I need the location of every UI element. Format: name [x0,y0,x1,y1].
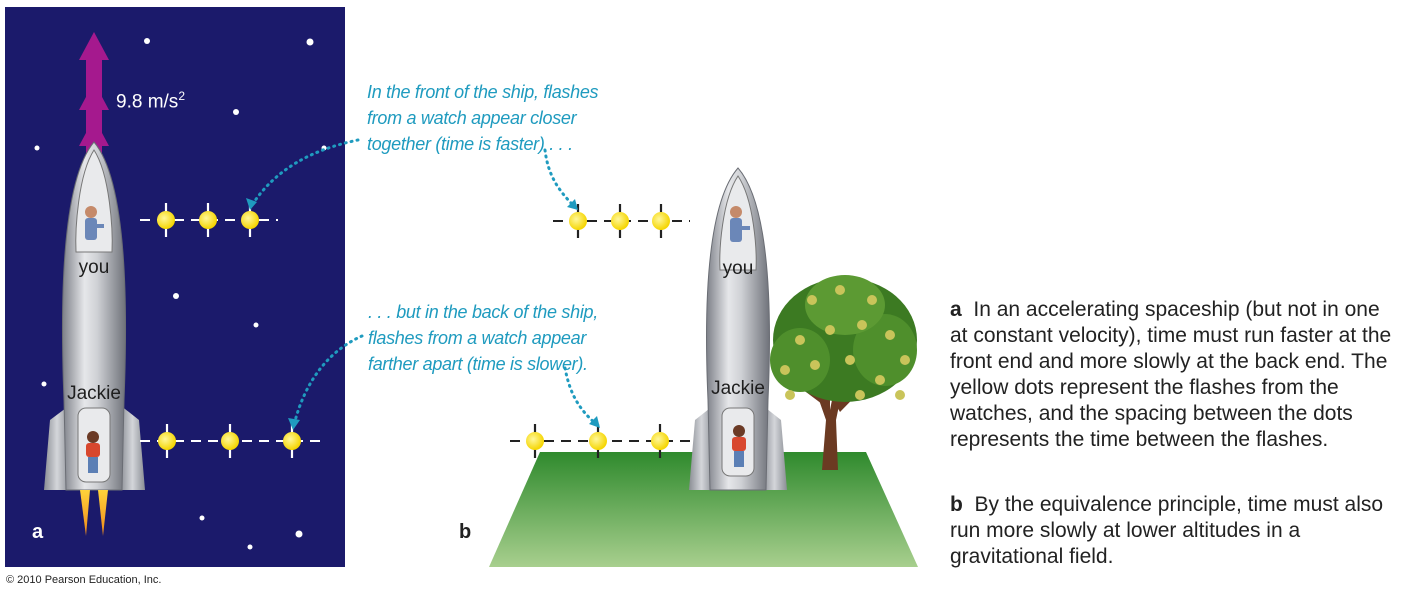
flash-dot [526,432,544,450]
flash-row-bottom-a [140,424,322,458]
flash-dot [569,212,587,230]
flash-dot [221,432,239,450]
person-you-a [85,206,104,240]
flash-dot [199,211,217,229]
label-you-b: you [722,258,754,279]
person-jackie-b [732,425,746,467]
flash-dot [158,432,176,450]
stars [34,38,327,550]
callout-back: . . . but in the back of the ship, flash… [368,299,628,377]
panel-letter-a: a [32,521,44,543]
flash-dot [283,432,301,450]
callout-back-line: farther apart (time is slower). [368,354,588,374]
ground-plane [489,452,918,567]
tree [770,275,917,470]
person-you-b [730,206,750,242]
flash-dot [157,211,175,229]
person-jackie-a [86,431,100,473]
callout-arrowheads [246,198,600,430]
panel-letter-b: b [459,521,472,543]
label-jackie-b: Jackie [711,378,765,399]
flash-row-bottom-b [510,424,690,458]
callout-front-line: In the front of the ship, flashes [367,82,599,102]
callout-back-line: . . . but in the back of the ship, [368,302,598,322]
caption-a-text: In an accelerating spaceship (but not in… [950,298,1392,451]
flash-dot [651,432,669,450]
caption-b: b By the equivalence principle, time mus… [950,492,1400,570]
callout-front-line: together (time is faster) . . . [367,134,573,154]
callout-front-line: from a watch appear closer [367,108,577,128]
label-you-a: you [78,257,110,278]
flash-dot [652,212,670,230]
caption-b-letter: b [950,493,963,516]
callout-back-line: flashes from a watch appear [368,328,587,348]
caption-b-text: By the equivalence principle, time must … [950,493,1384,568]
flash-dot [589,432,607,450]
caption-a-letter: a [950,298,962,321]
callout-pointers [250,138,598,427]
flash-row-top-a [140,203,278,237]
acceleration-label: 9.8 m/s2 [116,89,185,113]
label-jackie-a: Jackie [67,383,121,404]
flash-row-top-b [553,204,690,238]
flash-dot [611,212,629,230]
rocket-b [689,167,787,491]
acceleration-arrow [79,32,109,170]
caption-a: a In an accelerating spaceship (but not … [950,297,1400,453]
callout-front: In the front of the ship, flashes from a… [367,79,627,157]
flash-dot [241,211,259,229]
copyright: © 2010 Pearson Education, Inc. [6,574,162,586]
